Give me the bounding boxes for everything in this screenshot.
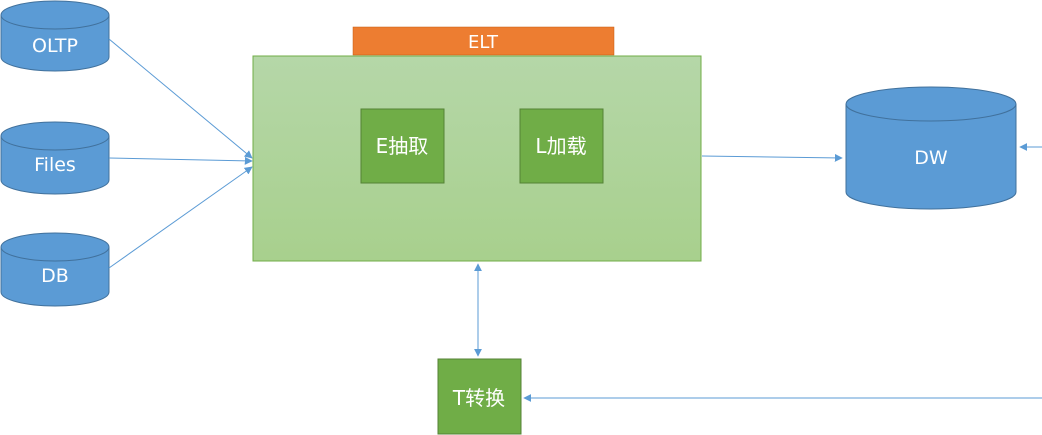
transform-step: T转换 [437, 358, 522, 435]
target-dw-label: DW [914, 147, 948, 169]
extract-step: E抽取 [360, 108, 445, 184]
arrow-elt-to-dw [701, 153, 843, 162]
elt-header-label: ELT [468, 32, 499, 53]
arrow-db-to-elt [108, 166, 253, 269]
source-oltp-label: OLTP [32, 35, 78, 57]
elt-header: ELT [352, 26, 615, 56]
arrow-files-to-elt [108, 156, 253, 165]
load-step: L加载 [519, 108, 604, 184]
source-files-cylinder: Files [0, 121, 110, 195]
source-db-label: DB [41, 265, 69, 287]
target-dw-cylinder: DW [845, 86, 1017, 210]
extract-step-label: E抽取 [376, 134, 429, 158]
source-files-label: Files [34, 154, 76, 176]
transform-step-label: T转换 [452, 386, 505, 410]
arrow-oltp-to-elt [108, 38, 253, 159]
source-oltp-cylinder: OLTP [0, 0, 110, 72]
elt-panel [252, 55, 702, 262]
source-db-cylinder: DB [0, 232, 110, 307]
load-step-label: L加载 [535, 134, 586, 158]
arrow-dw-transform-bidirectional [523, 143, 1042, 402]
